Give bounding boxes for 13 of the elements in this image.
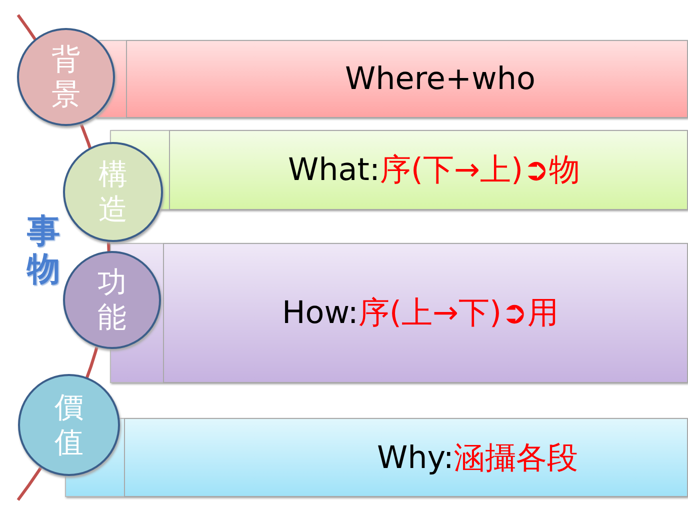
highlight-text: 序(上→下)➲用: [358, 295, 559, 331]
circle-label: 構造: [97, 157, 128, 227]
band-text: How:: [282, 295, 358, 331]
band-text: What:: [288, 152, 380, 188]
vertical-title: 事物: [27, 212, 61, 288]
circle-label: 價值: [53, 390, 84, 460]
band-text: Why:: [377, 440, 454, 476]
band-text: Where+who: [345, 61, 536, 97]
highlight-text: 涵攝各段: [454, 440, 578, 476]
highlight-text: 序(下→上)➲物: [380, 152, 580, 188]
circle-label: 背景: [50, 42, 82, 112]
text-band: [95, 40, 688, 118]
circle-label: 功能: [96, 265, 128, 335]
